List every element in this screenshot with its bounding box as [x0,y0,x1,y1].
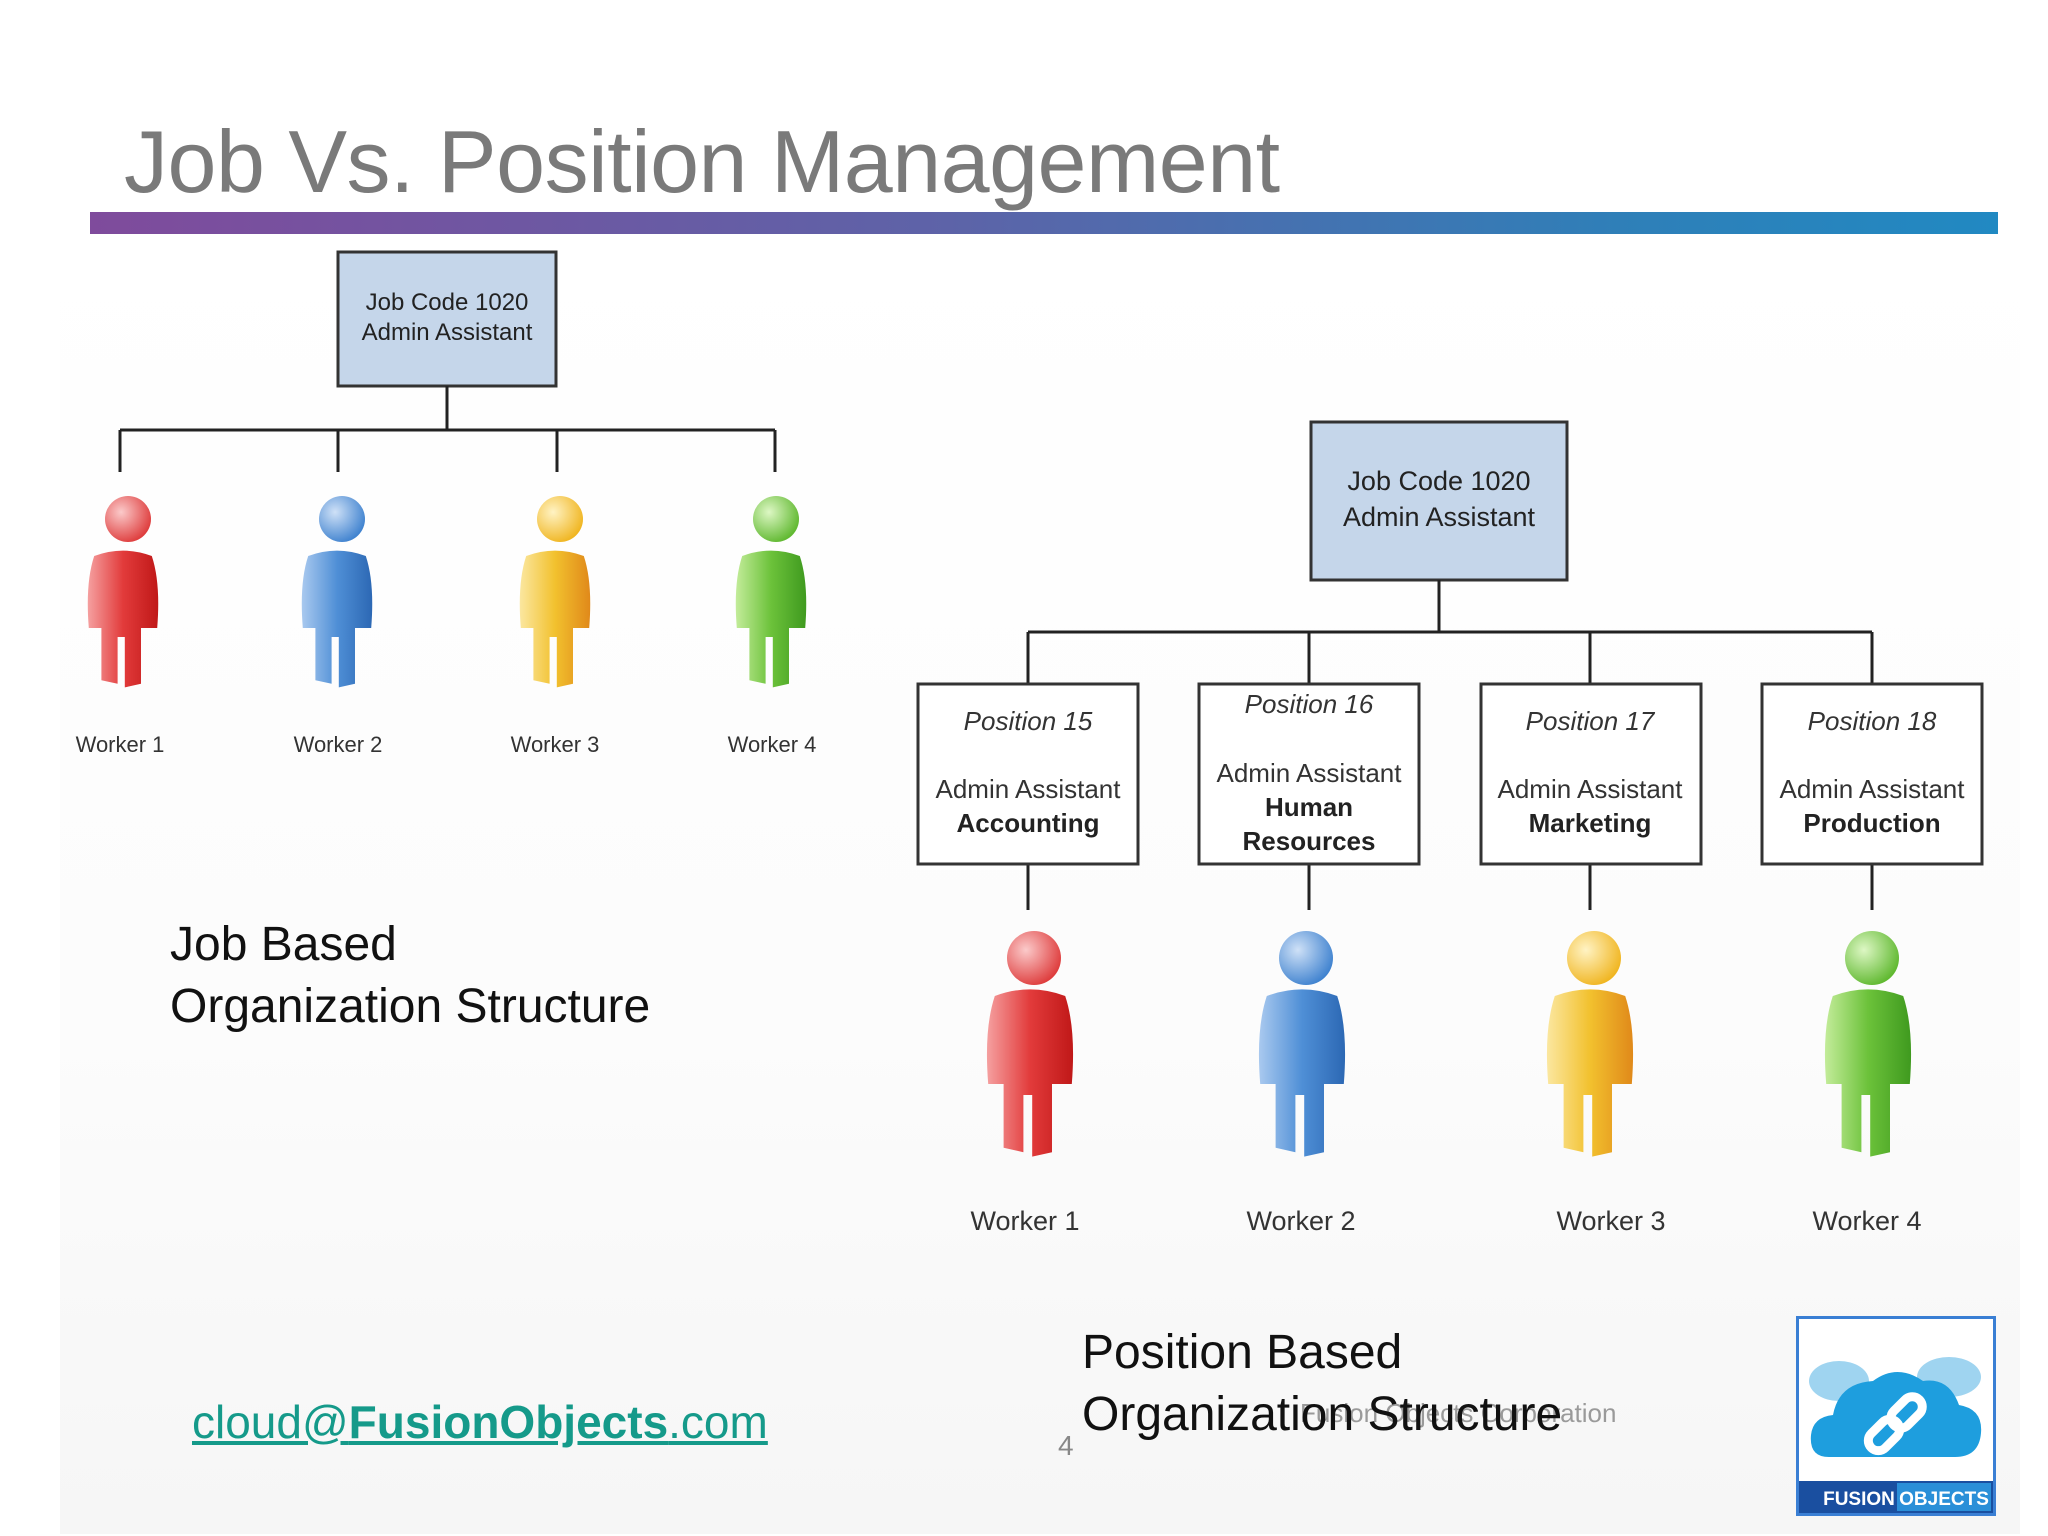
position-worker-4-figure [1824,931,1912,1157]
position-16-title: Position 16 [1245,689,1374,719]
position-18-dept: Production [1803,808,1940,838]
logo-text-left: FUSION [1823,1489,1895,1510]
position-worker-3-label: Worker 3 [1556,1206,1665,1236]
job-caption-line1: Job Based [170,918,397,971]
job-root-line2: Admin Assistant [362,319,533,346]
email-tld: .com [668,1396,768,1448]
position-worker-3-figure [1546,931,1634,1157]
position-17-box: Position 17 Admin Assistant Marketing [1479,682,1703,866]
email-brand: FusionObjects [348,1396,669,1448]
footer-corporation: Fusion Objects Corporation [1300,1398,1617,1428]
fusion-objects-logo: FUSION OBJECTS [1796,1316,1996,1516]
page-number: 4 [1058,1430,1074,1461]
position-16-dept-line2: Resources [1243,826,1376,856]
position-15-box: Position 15 Admin Assistant Accounting [916,682,1140,866]
position-16-dept-line1: Human [1265,792,1353,822]
job-worker-2-figure [301,496,373,688]
diagram-background [60,234,2020,1534]
job-worker-1-label: Worker 1 [76,732,165,757]
position-15-role: Admin Assistant [936,774,1122,804]
logo-text-right: OBJECTS [1899,1489,1989,1510]
position-worker-1-label: Worker 1 [970,1206,1079,1236]
job-caption-line2: Organization Structure [170,980,651,1033]
job-worker-4-label: Worker 4 [728,732,817,757]
title-underline [90,212,1998,234]
position-17-title: Position 17 [1526,706,1656,736]
position-18-role: Admin Assistant [1780,774,1966,804]
email-user: cloud@ [192,1396,349,1448]
job-worker-3-label: Worker 3 [511,732,600,757]
position-caption-line2: Organization Structure [1082,1388,1563,1441]
slide-title: Job Vs. Position Management [124,112,1280,211]
job-root-box [336,250,558,388]
position-connectors [1026,580,1874,910]
position-18-title: Position 18 [1808,706,1937,736]
job-worker-2-label: Worker 2 [294,732,383,757]
position-caption-line1: Position Based [1082,1326,1403,1379]
job-caption: Job Based Organization Structure [170,914,650,1038]
job-root-line1: Job Code 1020 [366,289,529,316]
job-connectors [118,386,777,472]
cloud-link-icon: FUSION OBJECTS [1799,1357,1993,1513]
position-worker-2-label: Worker 2 [1246,1206,1355,1236]
position-18-box: Position 18 Admin Assistant Production [1760,682,1984,866]
position-16-role: Admin Assistant [1217,758,1403,788]
position-15-dept: Accounting [957,808,1100,838]
position-17-dept: Marketing [1529,808,1652,838]
position-root-box [1309,420,1569,582]
position-15-title: Position 15 [964,706,1093,736]
job-worker-1-figure [87,496,159,688]
position-root-line1: Job Code 1020 [1347,466,1530,496]
job-worker-4-figure [735,496,807,688]
position-root-line2: Admin Assistant [1343,502,1536,532]
position-17-role: Admin Assistant [1498,774,1684,804]
contact-email-link[interactable]: cloud@FusionObjects.com [192,1395,768,1449]
position-worker-1-figure [986,931,1074,1157]
position-16-box: Position 16 Admin Assistant Human Resour… [1197,682,1421,866]
position-worker-4-label: Worker 4 [1812,1206,1921,1236]
job-worker-3-figure [519,496,591,688]
position-worker-2-figure [1258,931,1346,1157]
position-caption: Position Based Organization Structure [1082,1322,1562,1446]
